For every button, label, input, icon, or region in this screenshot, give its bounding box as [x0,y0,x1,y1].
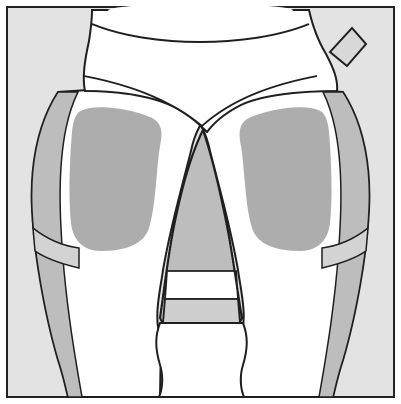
lower-limb [156,323,247,397]
lower-band [163,299,240,323]
left-shading-zone [69,107,161,251]
upper-band [165,271,238,299]
right-shading-zone [240,107,332,251]
